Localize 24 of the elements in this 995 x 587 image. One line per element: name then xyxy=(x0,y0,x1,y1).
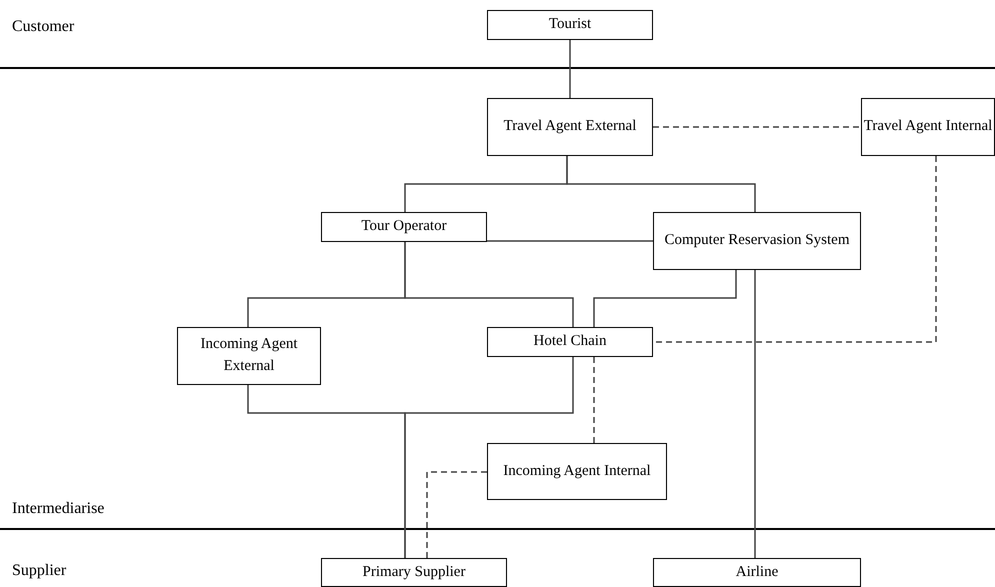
connector-line xyxy=(404,242,574,327)
connector-line xyxy=(569,40,571,98)
entity-box: Computer Reservasion System xyxy=(653,212,861,270)
dashed-connector xyxy=(653,156,937,343)
entity-box: Airline xyxy=(653,558,861,587)
connector-line xyxy=(754,270,756,558)
entity-box: Tour Operator xyxy=(321,212,487,242)
connector-line xyxy=(404,357,574,558)
tier-label: Intermediarise xyxy=(12,500,104,518)
entity-box: Travel Agent External xyxy=(487,98,653,156)
tier-label: Customer xyxy=(12,18,74,36)
entity-box: Primary Supplier xyxy=(321,558,507,587)
tier-label: Supplier xyxy=(12,562,66,580)
entity-box: Tourist xyxy=(487,10,653,40)
dashed-connector xyxy=(653,126,861,128)
connector-line xyxy=(593,270,737,327)
entity-box: Travel Agent Internal xyxy=(861,98,995,156)
dashed-connector xyxy=(593,357,595,443)
entity-box: Incoming Agent Internal xyxy=(487,443,667,500)
connector-line xyxy=(566,156,756,212)
entity-box: Hotel Chain xyxy=(487,327,653,357)
dashed-connector xyxy=(426,471,487,558)
connector-line xyxy=(487,240,653,242)
entity-box: Incoming Agent External xyxy=(177,327,321,385)
